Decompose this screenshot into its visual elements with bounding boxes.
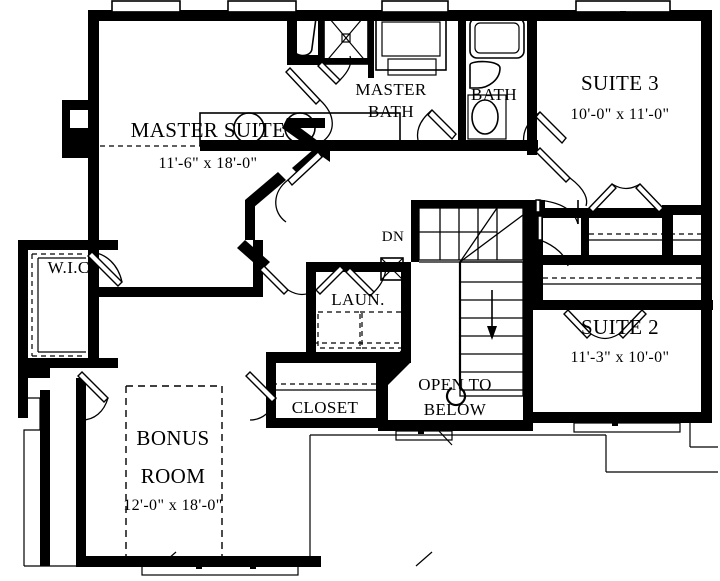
toilet-master-bath bbox=[289, 14, 317, 57]
label-wic: W.I.C. bbox=[48, 258, 95, 277]
label-laundry: LAUN. bbox=[331, 290, 384, 309]
label-master-suite-name: MASTER SUITE bbox=[131, 118, 286, 142]
door-closet-upper-right[interactable] bbox=[588, 182, 664, 214]
door-suite-3[interactable] bbox=[535, 147, 588, 207]
laundry-appliances bbox=[313, 311, 410, 349]
door-hall-laundry[interactable] bbox=[345, 265, 387, 297]
label-bonus-line2: ROOM bbox=[141, 464, 206, 488]
door-master-bath-inner[interactable] bbox=[416, 108, 457, 141]
door-laundry[interactable] bbox=[259, 265, 345, 296]
windows bbox=[111, 0, 681, 576]
label-master-bath-line2: BATH bbox=[368, 102, 414, 121]
label-suite-2-dim: 11'-3" x 10'-0" bbox=[571, 349, 670, 366]
door-shower[interactable] bbox=[317, 55, 352, 85]
toilet-hall-bath bbox=[469, 60, 501, 89]
shower-stall bbox=[323, 11, 369, 65]
door-suite-3-hall[interactable] bbox=[535, 199, 579, 225]
fireplace bbox=[62, 100, 99, 276]
label-suite-2-name: SUITE 2 bbox=[581, 315, 659, 339]
staircase bbox=[418, 204, 524, 407]
doors bbox=[77, 55, 664, 421]
door-suite-2[interactable] bbox=[537, 215, 569, 267]
label-bonus-line1: BONUS bbox=[136, 426, 209, 450]
door-bath[interactable] bbox=[522, 110, 567, 147]
label-suite-3-dim: 10'-0" x 11'-0" bbox=[571, 106, 670, 123]
door-master-bath[interactable] bbox=[285, 66, 333, 143]
label-master-bath-line1: MASTER bbox=[355, 80, 427, 99]
label-closet: CLOSET bbox=[292, 398, 359, 417]
label-open-to-below-line2: BELOW bbox=[424, 400, 487, 419]
sink-hall-bath bbox=[467, 94, 507, 140]
label-stair-direction-dn: DN bbox=[382, 229, 404, 245]
vanity-double-sink bbox=[199, 112, 401, 146]
label-bath: BATH bbox=[471, 85, 517, 104]
room-labels: MASTER SUITE 11'-6" x 18'-0" MASTER BATH… bbox=[48, 71, 670, 514]
bathtub-hall-bath bbox=[469, 17, 525, 59]
label-master-suite-dim: 11'-6" x 18'-0" bbox=[159, 155, 258, 172]
door-master-suite[interactable] bbox=[275, 150, 323, 223]
door-wic[interactable] bbox=[87, 251, 123, 287]
door-closet[interactable] bbox=[245, 371, 277, 421]
door-bonus-left[interactable] bbox=[77, 371, 109, 421]
door-closet-lower-right[interactable] bbox=[563, 308, 647, 340]
label-bonus-dim: 12'-0" x 18'-0" bbox=[123, 497, 222, 514]
label-open-to-below-line1: OPEN TO bbox=[418, 375, 492, 394]
wic-shelving bbox=[31, 253, 86, 357]
label-suite-3-name: SUITE 3 bbox=[581, 71, 659, 95]
plumbing-fixtures bbox=[31, 11, 706, 566]
garden-tub bbox=[375, 15, 447, 76]
bonus-knee-walls bbox=[125, 385, 223, 566]
